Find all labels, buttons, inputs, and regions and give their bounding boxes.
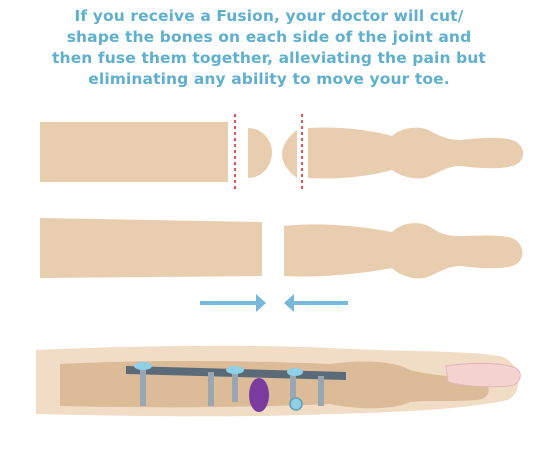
stage-cut-bones <box>40 114 523 190</box>
screw-head <box>287 368 303 376</box>
toenail <box>446 363 520 387</box>
screw-end <box>290 398 302 410</box>
screw <box>318 376 324 406</box>
screw-head <box>134 362 152 370</box>
arrow-left-icon <box>284 294 348 312</box>
phalanx-bone-1 <box>308 127 523 178</box>
screw-head <box>226 366 244 374</box>
stage-fused-toe <box>36 346 520 416</box>
screw <box>232 372 238 402</box>
phalanx-base-1 <box>282 130 297 178</box>
arrow-right-icon <box>200 294 266 312</box>
screw <box>208 372 214 406</box>
screw <box>140 370 146 406</box>
metatarsal-bone-2 <box>40 218 262 278</box>
compression-arrows <box>200 294 348 312</box>
implant <box>249 378 269 412</box>
metatarsal-bone-1 <box>40 122 228 182</box>
stage-shaped-bones <box>40 218 523 278</box>
phalanx-bone-2 <box>284 223 523 278</box>
metatarsal-head-1 <box>248 128 272 178</box>
